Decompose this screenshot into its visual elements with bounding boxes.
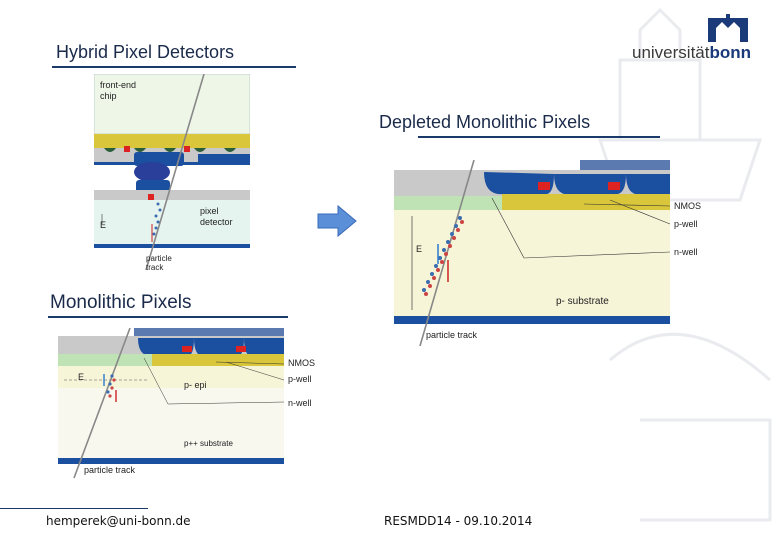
hybrid-diagram: front-end chip E pixel detector particle…	[93, 73, 251, 272]
monolithic-pwell-label: p-well	[288, 374, 312, 384]
logo-emblem-icon	[708, 14, 748, 42]
hybrid-diagram-graphic	[93, 73, 251, 271]
monolithic-track-label: particle track	[84, 465, 136, 475]
depleted-title: Depleted Monolithic Pixels	[379, 112, 591, 132]
university-logo: universitätbonn	[632, 14, 772, 70]
monolithic-diagram-graphic	[58, 327, 285, 479]
monolithic-epi-label: p- epi	[184, 380, 207, 390]
hybrid-title: Hybrid Pixel Detectors	[56, 42, 235, 62]
footer-email: hemperek@uni-bonn.de	[46, 514, 191, 528]
depleted-e-label: E	[416, 244, 423, 254]
monolithic-e-label: E	[78, 372, 85, 382]
logo-text-regular: universität	[632, 43, 710, 62]
depleted-title-underline	[418, 136, 660, 138]
monolithic-diagram: NMOS p-well n-well E p- epi p++ substrat…	[58, 327, 322, 480]
hybrid-chip-label: front-end chip	[100, 80, 137, 101]
monolithic-title: Monolithic Pixels	[50, 292, 192, 313]
depleted-nmos-label: NMOS	[674, 201, 701, 211]
monolithic-nmos-label: NMOS	[288, 358, 315, 368]
hybrid-e-label: E	[100, 220, 107, 230]
footer-event: RESMDD14 - 09.10.2014	[384, 514, 533, 528]
depleted-track-label: particle track	[426, 330, 478, 340]
monolithic-substrate-label: p++ substrate	[184, 439, 233, 448]
hybrid-title-underline	[52, 66, 296, 68]
depleted-pwell-label: p-well	[674, 219, 698, 229]
depleted-diagram: NMOS p-well n-well E p- substrate partic…	[394, 159, 724, 347]
depleted-diagram-graphic	[394, 159, 671, 347]
monolithic-title-underline	[48, 316, 288, 318]
charge-trail	[152, 202, 162, 236]
depleted-substrate-label: p- substrate	[556, 296, 609, 307]
depleted-nwell-label: n-well	[674, 247, 698, 257]
hybrid-detector-label: pixel detector	[200, 206, 233, 227]
logo-text-bold: bonn	[709, 43, 752, 62]
hybrid-track-label: particle track	[146, 254, 172, 272]
arrow-right-icon	[317, 204, 357, 238]
footer-rule	[0, 508, 148, 509]
monolithic-nwell-label: n-well	[288, 398, 312, 408]
